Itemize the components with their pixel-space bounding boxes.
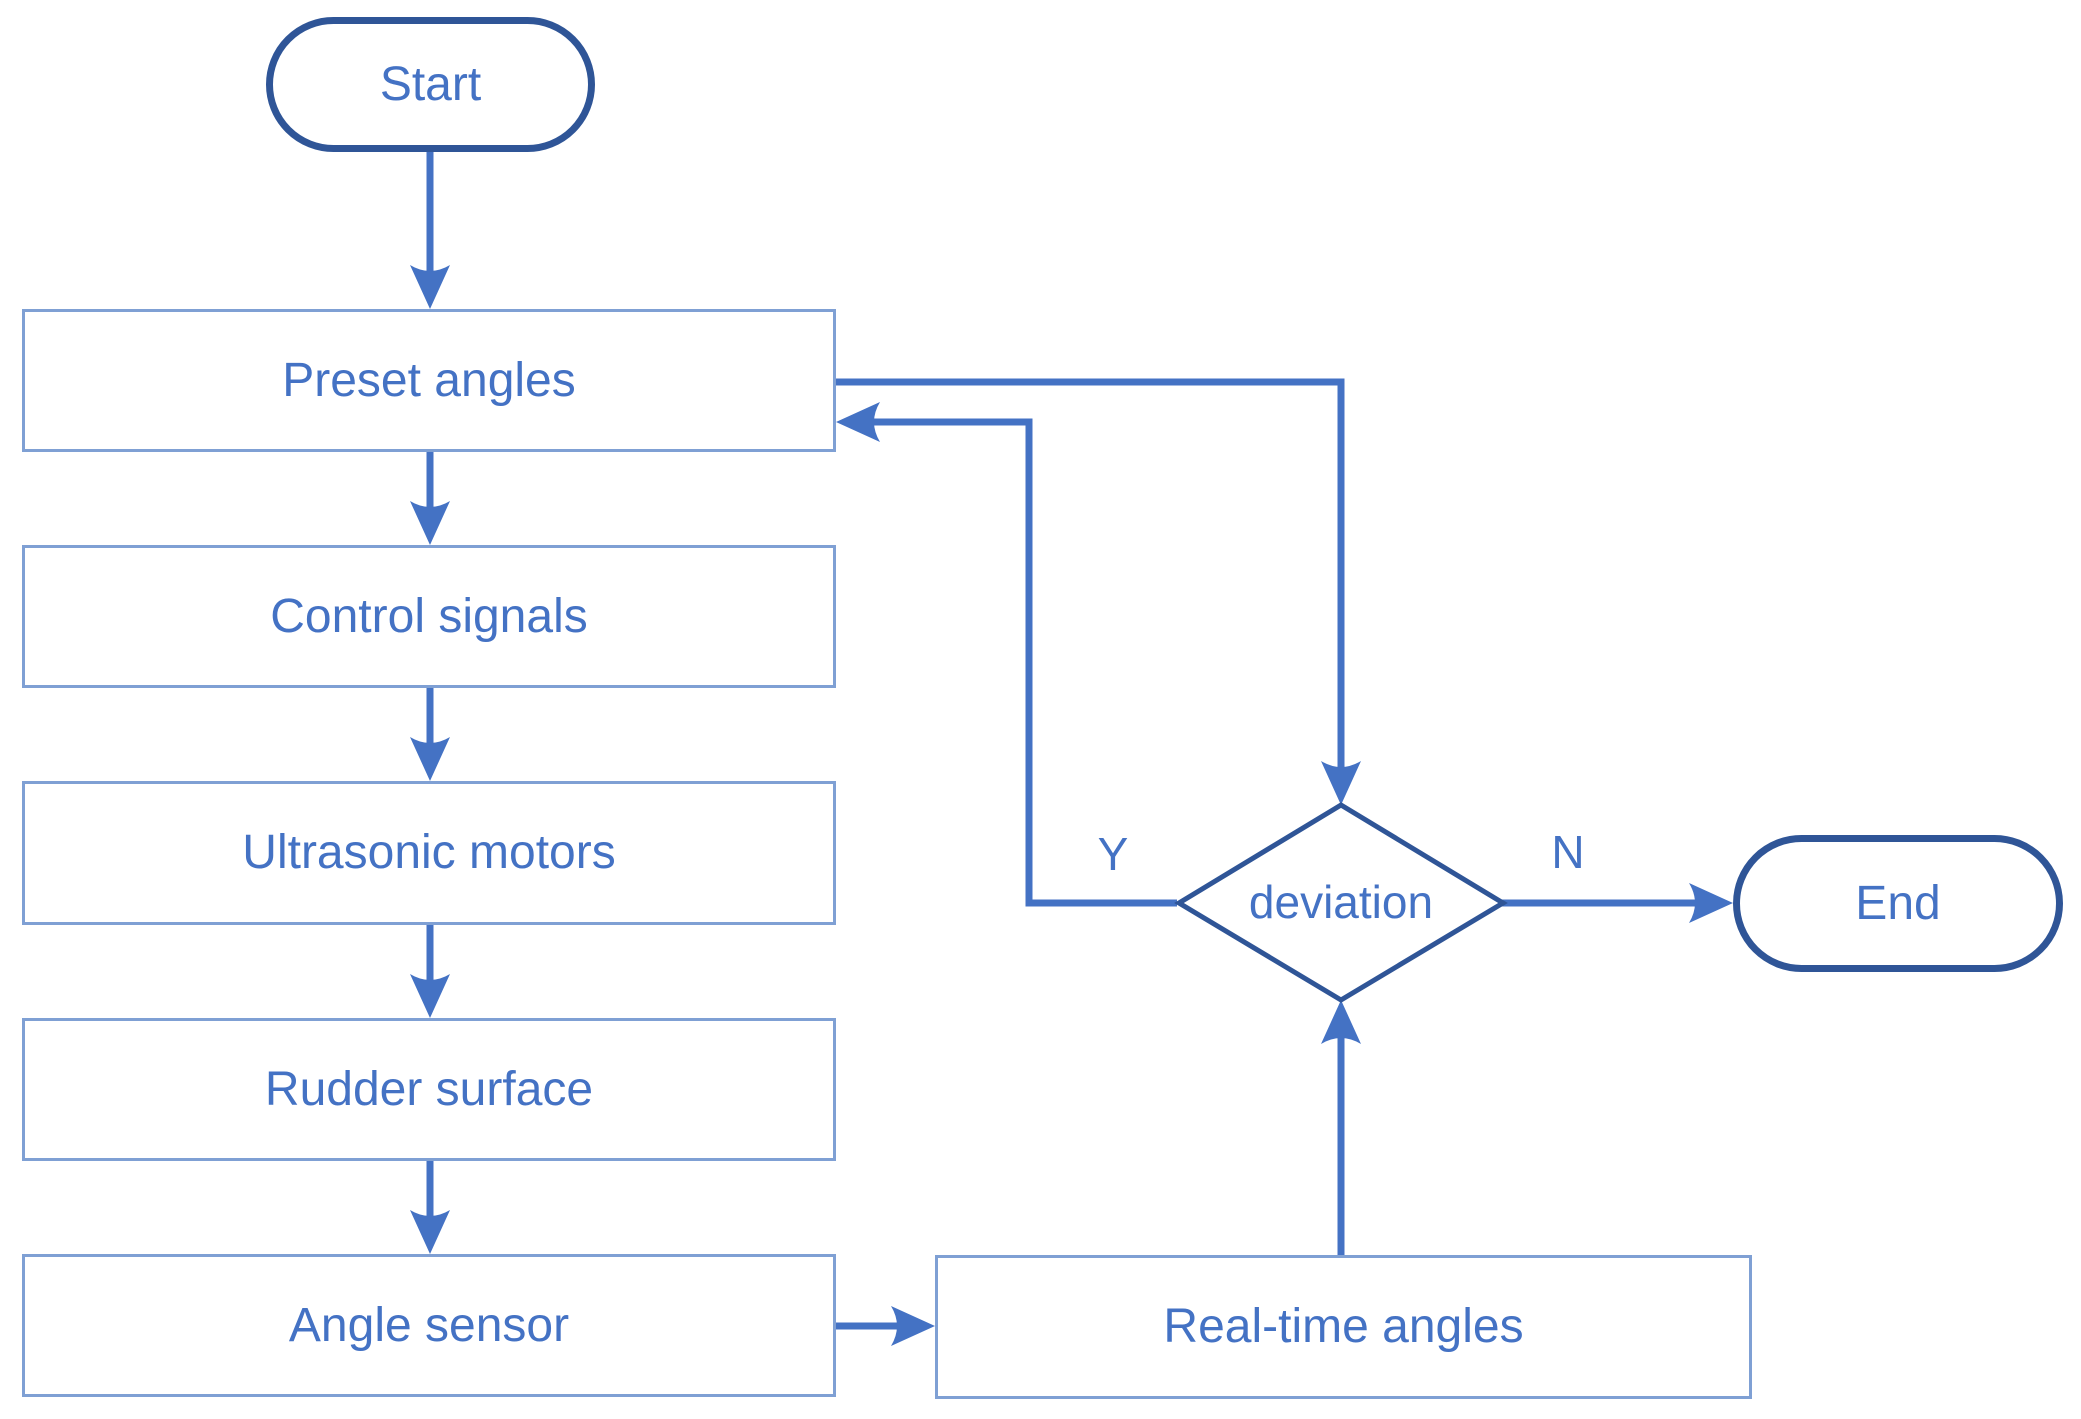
node-end: End: [1733, 835, 2063, 972]
edge-line: [872, 418, 1177, 907]
arrowhead-down-icon: [410, 1210, 450, 1254]
edge-label: Y: [1097, 828, 1129, 880]
edge-real-time-angles-to-deviation: [1321, 1000, 1361, 1255]
arrowhead-left-icon: [836, 402, 880, 442]
arrowhead-down-icon: [410, 737, 450, 781]
edge-deviation-to-end-no: [1502, 883, 1733, 923]
node-label: Real-time angles: [1163, 1300, 1524, 1353]
arrowhead-right-icon: [1689, 883, 1733, 923]
arrowhead-down-icon: [410, 265, 450, 309]
edge-preset-angles-to-deviation: [836, 378, 1361, 805]
node-deviation-shape: [1174, 802, 1508, 1003]
edge-preset-angles-to-control-signals: [410, 452, 450, 545]
edge-deviation-to-preset-angles-yes: [836, 402, 1177, 907]
node-label: Rudder surface: [264, 1062, 594, 1116]
edge-rudder-surface-to-angle-sensor: [410, 1161, 450, 1254]
edge-ultrasonic-motors-to-rudder-surface: [410, 925, 450, 1018]
arrowhead-up-icon: [1321, 1000, 1361, 1044]
node-label: Control signals: [270, 589, 588, 643]
node-real-time-angles: Real-time angles: [935, 1255, 1752, 1399]
arrowhead-down-icon: [1321, 761, 1361, 805]
node-start: Start: [266, 17, 595, 152]
arrowhead-right-icon: [891, 1306, 935, 1346]
edge-label-no: N: [1538, 822, 1598, 882]
node-label: Angle sensor: [288, 1298, 570, 1352]
edge-label-yes: Y: [1083, 824, 1143, 884]
node-ultrasonic-motors: Ultrasonic motors: [22, 781, 836, 925]
node-label: Ultrasonic motors: [242, 826, 616, 879]
edge-label: N: [1551, 826, 1585, 878]
node-label: Preset angles: [282, 353, 576, 407]
arrowhead-down-icon: [410, 974, 450, 1018]
edge-start-to-preset-angles: [410, 152, 450, 309]
node-label: End: [1855, 876, 1941, 930]
node-preset-angles: Preset angles: [22, 309, 836, 452]
node-rudder-surface: Rudder surface: [22, 1018, 836, 1161]
edge-angle-sensor-to-real-time-angles: [836, 1306, 935, 1346]
edge-line: [836, 378, 1345, 768]
node-control-signals: Control signals: [22, 545, 836, 688]
node-angle-sensor: Angle sensor: [22, 1254, 836, 1397]
node-label: deviation: [1248, 876, 1434, 928]
node-deviation-label: deviation: [1191, 872, 1491, 932]
node-label: Start: [379, 57, 482, 111]
edge-control-signals-to-ultrasonic-motors: [410, 688, 450, 781]
arrowhead-down-icon: [410, 501, 450, 545]
